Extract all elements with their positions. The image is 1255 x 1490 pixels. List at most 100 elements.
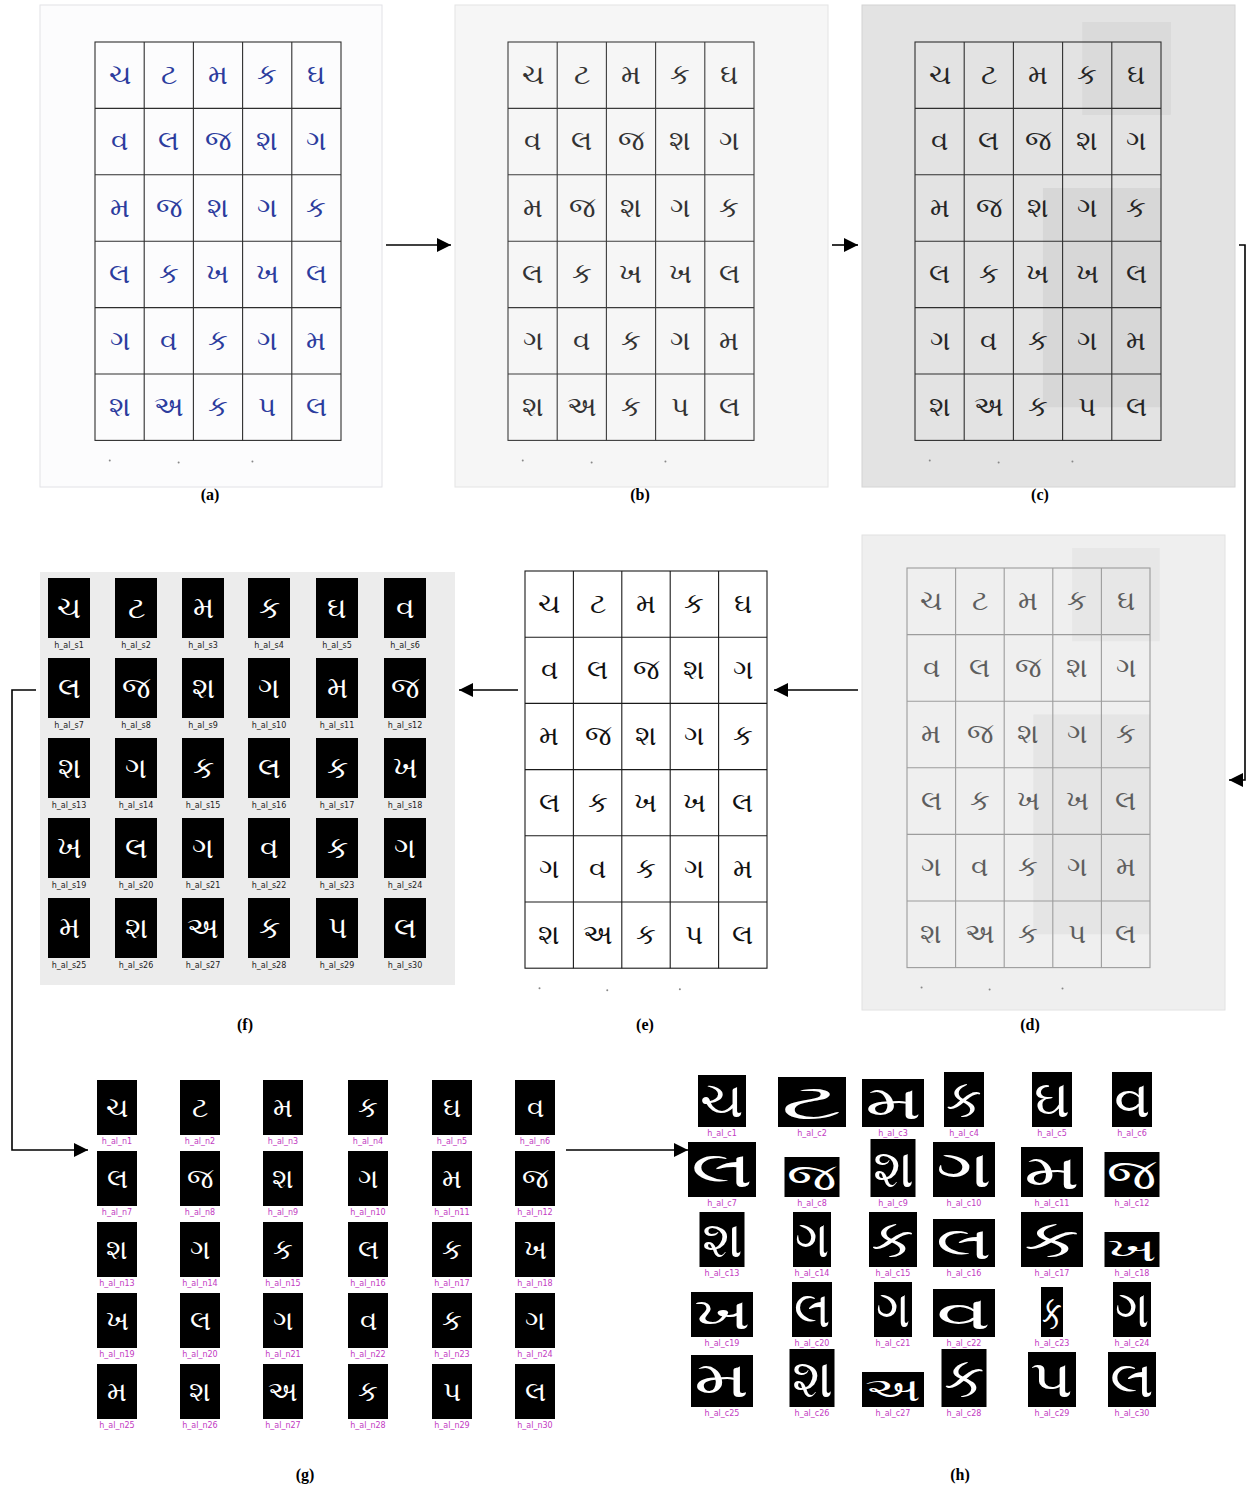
character-crop bbox=[182, 738, 224, 798]
character-crop bbox=[384, 578, 426, 638]
handwritten-character: ગ bbox=[1065, 177, 1110, 239]
handwritten-character: ક bbox=[559, 243, 604, 305]
character-crop bbox=[348, 1293, 388, 1348]
segmented-character: મ bbox=[316, 658, 358, 718]
panel-caption: (h) bbox=[930, 1465, 990, 1485]
handwritten-character: લ bbox=[1114, 376, 1159, 438]
normalized-crop bbox=[1112, 1072, 1152, 1127]
normalized-crop bbox=[792, 1282, 832, 1337]
file-name: h_al_n2 bbox=[167, 1137, 233, 1147]
segmented-character: અ bbox=[182, 898, 224, 958]
handwritten-character: મ bbox=[1006, 570, 1051, 633]
file-name: h_al_c26 bbox=[779, 1409, 845, 1419]
normalized-crop bbox=[1105, 1152, 1160, 1197]
handwritten-character: ખ bbox=[1015, 243, 1060, 305]
character-crop bbox=[180, 1080, 220, 1135]
character-crop bbox=[248, 818, 290, 878]
character-crop bbox=[432, 1293, 472, 1348]
file-name: h_al_s14 bbox=[103, 801, 169, 811]
handwritten-character: ક bbox=[707, 177, 752, 239]
stretched-character: જ bbox=[1107, 1152, 1156, 1197]
segmented-character: ગ bbox=[384, 818, 426, 878]
character-crop bbox=[97, 1293, 137, 1348]
handwritten-character: શ bbox=[909, 903, 954, 966]
file-name: h_al_s3 bbox=[170, 641, 236, 651]
segmented-character: જ bbox=[384, 658, 426, 718]
file-name: h_al_n4 bbox=[335, 1137, 401, 1147]
handwritten-character: લ bbox=[146, 110, 191, 172]
stretched-character: ક bbox=[944, 1349, 984, 1407]
character-crop bbox=[180, 1293, 220, 1348]
segmented-character: ચ bbox=[97, 1080, 137, 1135]
handwritten-character: મ bbox=[624, 573, 668, 635]
character-crop bbox=[115, 658, 157, 718]
segmented-character: લ bbox=[48, 658, 90, 718]
character-crop bbox=[263, 1293, 303, 1348]
panel-caption: (f) bbox=[215, 1015, 275, 1035]
file-name: h_al_c28 bbox=[931, 1409, 997, 1419]
character-crop bbox=[263, 1151, 303, 1206]
character-crop bbox=[97, 1151, 137, 1206]
file-name: h_al_s9 bbox=[170, 721, 236, 731]
handwritten-character: મ bbox=[1015, 44, 1060, 106]
character-crop bbox=[248, 658, 290, 718]
file-name: h_al_n7 bbox=[84, 1208, 150, 1218]
stretched-character: લ bbox=[691, 1142, 752, 1197]
handwritten-character: ક bbox=[195, 376, 240, 438]
stretched-character: ખ bbox=[1107, 1232, 1156, 1267]
panel-caption: (g) bbox=[275, 1465, 335, 1485]
handwritten-character: ગ bbox=[1055, 703, 1100, 766]
handwritten-character: જ bbox=[966, 177, 1011, 239]
stretched-character: ગ bbox=[795, 1212, 829, 1267]
normalized-crop bbox=[874, 1282, 912, 1337]
segmented-character: જ bbox=[515, 1151, 555, 1206]
character-crop bbox=[182, 578, 224, 638]
segmented-character: ગ bbox=[182, 818, 224, 878]
handwritten-character: અ bbox=[559, 376, 604, 438]
character-crop bbox=[384, 898, 426, 958]
segmented-character: લ bbox=[248, 738, 290, 798]
file-name: h_al_n1 bbox=[84, 1137, 150, 1147]
normalized-crop bbox=[778, 1077, 846, 1127]
normalized-crop bbox=[1105, 1232, 1160, 1267]
handwritten-character: લ bbox=[294, 243, 339, 305]
image-panel: ચટમકઘવલજશગમજશગકલકખખલગવકગમશઅકપલh_al_n1h_a… bbox=[92, 1075, 562, 1440]
file-name: h_al_s25 bbox=[36, 961, 102, 971]
handwritten-character: ક bbox=[672, 573, 716, 635]
normalized-crop bbox=[933, 1142, 995, 1197]
handwritten-character: ક bbox=[608, 310, 653, 372]
character-crop bbox=[48, 738, 90, 798]
image-panel: ચટમકઘવલજશગમજશગકલકખખલગવકગમશઅકપલ(d) bbox=[862, 535, 1225, 1010]
normalized-crop bbox=[1041, 1287, 1063, 1337]
file-name: h_al_s5 bbox=[304, 641, 370, 651]
handwritten-character: મ bbox=[195, 44, 240, 106]
handwritten-character: જ bbox=[624, 639, 668, 701]
scan-speck bbox=[251, 460, 253, 462]
data-sheet-grid bbox=[525, 571, 767, 968]
file-name: h_al_c18 bbox=[1099, 1269, 1165, 1279]
segmented-character: પ bbox=[316, 898, 358, 958]
handwritten-character: ક bbox=[195, 310, 240, 372]
normalized-crop bbox=[691, 1355, 753, 1407]
handwritten-character: શ bbox=[1006, 703, 1051, 766]
character-crop bbox=[348, 1151, 388, 1206]
handwritten-character: ક bbox=[1114, 177, 1159, 239]
handwritten-character: મ bbox=[721, 838, 765, 900]
file-name: h_al_c29 bbox=[1019, 1409, 1085, 1419]
handwritten-character: જ bbox=[559, 177, 604, 239]
handwritten-character: ગ bbox=[294, 110, 339, 172]
file-name: h_al_n5 bbox=[419, 1137, 485, 1147]
handwritten-character: ગ bbox=[510, 310, 555, 372]
segmented-character: ઘ bbox=[432, 1080, 472, 1135]
handwritten-character: અ bbox=[966, 376, 1011, 438]
file-name: h_al_s13 bbox=[36, 801, 102, 811]
handwritten-character: ક bbox=[1006, 836, 1051, 899]
file-name: h_al_n12 bbox=[502, 1208, 568, 1218]
scan-speck bbox=[178, 461, 180, 463]
character-crop bbox=[180, 1151, 220, 1206]
handwritten-character: લ bbox=[97, 243, 142, 305]
handwritten-character: ચ bbox=[909, 570, 954, 633]
file-name: h_al_n11 bbox=[419, 1208, 485, 1218]
segmented-character: ગ bbox=[515, 1293, 555, 1348]
